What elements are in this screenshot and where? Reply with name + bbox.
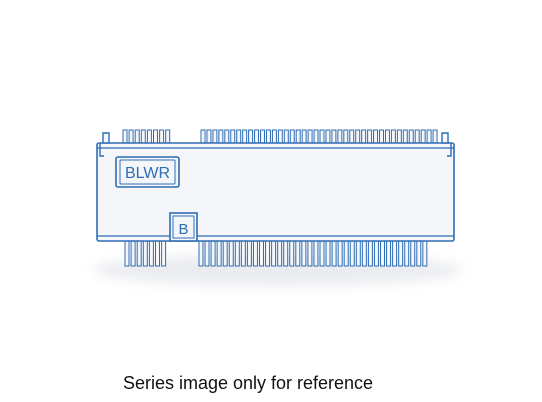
top-pin: [200, 129, 206, 145]
top-pin: [212, 129, 218, 145]
top-pin: [271, 129, 277, 145]
top-pin: [260, 129, 265, 145]
top-pin: [248, 129, 254, 145]
top-pin: [379, 129, 384, 145]
top-pin: [230, 129, 236, 145]
key-label: B: [178, 221, 188, 238]
top-pin: [265, 129, 271, 145]
top-pin: [254, 129, 260, 145]
top-pin: [319, 129, 325, 145]
top-pin: [153, 129, 158, 145]
top-pin: [277, 129, 283, 145]
top-pin: [128, 129, 134, 145]
top-pin: [122, 129, 128, 145]
top-pin: [420, 129, 426, 145]
right-latch: [441, 132, 449, 144]
top-pin: [140, 129, 146, 145]
top-pin: [426, 129, 432, 145]
top-pin: [307, 129, 313, 145]
left-latch-hook: [99, 143, 104, 157]
top-pin: [402, 129, 408, 145]
top-pin: [218, 129, 224, 145]
top-pin: [295, 129, 301, 145]
top-pin: [165, 129, 171, 145]
top-pin: [134, 129, 140, 145]
top-pin: [432, 129, 438, 145]
left-latch: [102, 132, 110, 144]
top-pin: [390, 129, 396, 145]
caption-text: Series image only for reference: [122, 373, 374, 393]
top-pin: [146, 129, 152, 145]
top-pin: [396, 129, 402, 145]
top-pin: [236, 129, 242, 145]
top-pin: [206, 129, 212, 145]
key-notch-outer: [169, 212, 198, 242]
top-pin: [408, 129, 414, 145]
top-pin: [289, 129, 295, 145]
top-pin-row: [122, 129, 438, 145]
top-pin: [367, 129, 373, 145]
top-pin: [343, 129, 349, 145]
top-pin: [159, 129, 165, 145]
marking-box-inner: [119, 159, 176, 185]
key-notch-inner: [172, 215, 195, 239]
top-pin: [325, 129, 331, 145]
top-pin: [313, 129, 319, 145]
right-latch-hook: [447, 143, 452, 157]
top-pin: [384, 129, 390, 145]
top-pin: [331, 129, 337, 145]
marking-box-outer: [115, 156, 180, 188]
top-pin: [242, 129, 248, 145]
top-pin: [355, 129, 361, 145]
top-pin: [301, 129, 307, 145]
top-pin: [414, 129, 420, 145]
top-pin: [361, 129, 367, 145]
top-pin: [373, 129, 379, 145]
top-pin: [224, 129, 230, 145]
marking-label: BLWR: [125, 165, 170, 182]
top-pin: [283, 129, 289, 145]
top-pin: [349, 129, 355, 145]
top-pin: [337, 129, 343, 145]
